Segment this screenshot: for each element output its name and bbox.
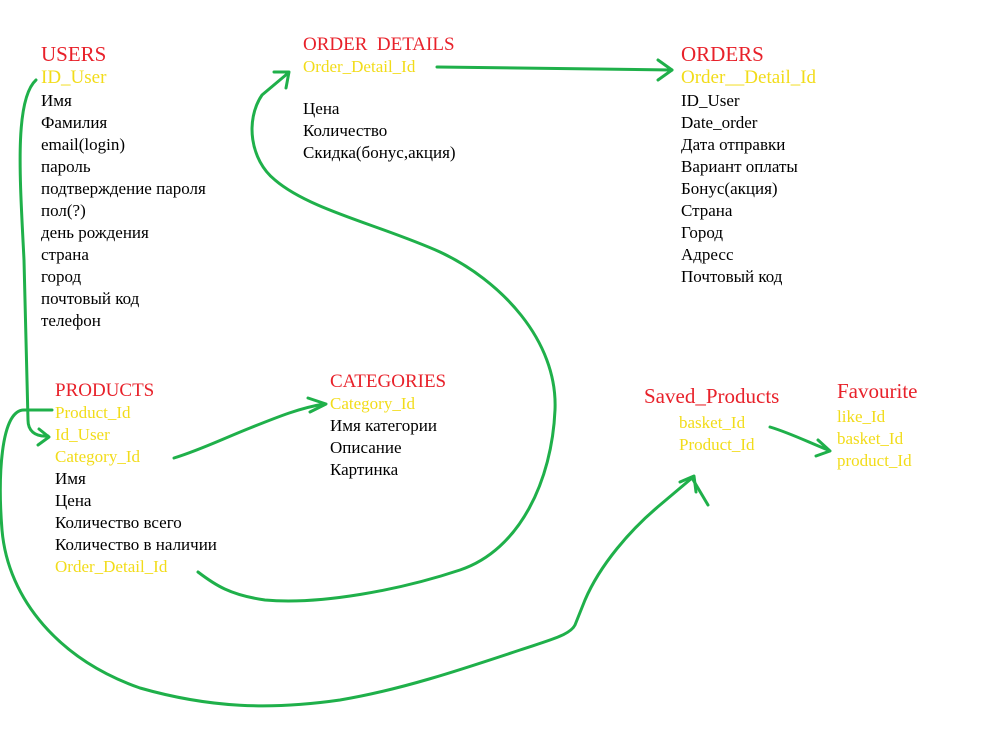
products-title: PRODUCTS <box>55 380 155 401</box>
users-field: почтовый код <box>41 289 140 308</box>
order-details-title: ORDER DETAILS <box>303 34 455 55</box>
products-field: Количество в наличии <box>55 535 217 554</box>
orders-field: Страна <box>681 201 733 220</box>
orders-field: Date_order <box>681 113 758 132</box>
order-details-field: Количество <box>303 121 388 140</box>
link-users-products <box>18 78 50 438</box>
categories-field: Имя категории <box>330 416 437 435</box>
favourite-entity: Favourite like_Id basket_Id product_Id <box>837 379 917 472</box>
users-field: пароль <box>41 157 91 176</box>
orders-field: Вариант оплаты <box>681 157 798 176</box>
order-details-key: Order_Detail_Id <box>303 57 416 76</box>
orders-field: ID_User <box>681 91 740 110</box>
orders-field: Дата отправки <box>681 135 786 154</box>
saved-products-key: basket_Id <box>679 413 746 432</box>
arrowhead-categories <box>306 396 328 414</box>
categories-title: CATEGORIES <box>330 371 447 392</box>
users-field: подтверждение пароля <box>41 179 206 198</box>
products-field: Имя <box>55 469 86 488</box>
categories-field: Описание <box>330 438 402 457</box>
products-key: Product_Id <box>55 403 131 422</box>
orders-title: ORDERS <box>681 42 764 66</box>
users-field: Имя <box>41 91 72 110</box>
orders-key: Order__Detail_Id <box>681 67 817 88</box>
arrowhead-orderdetails <box>272 70 291 90</box>
users-field: пол(?) <box>41 201 86 220</box>
products-field: Количество всего <box>55 513 182 532</box>
favourite-key: basket_Id <box>837 429 904 448</box>
users-field: email(login) <box>41 135 126 154</box>
users-field: страна <box>41 245 89 264</box>
link-orderdetails-orders <box>435 65 674 72</box>
arrowhead-favourite <box>814 438 832 458</box>
users-field: день рождения <box>41 223 149 242</box>
arrowhead-products-iduser <box>36 427 51 447</box>
users-field: город <box>41 267 82 286</box>
users-title: USERS <box>41 42 107 66</box>
users-key: ID_User <box>41 67 107 88</box>
orders-field: Бонус(акция) <box>681 179 778 198</box>
orders-entity: ORDERS Order__Detail_Id ID_User Date_ord… <box>681 42 816 288</box>
users-field: Фамилия <box>41 113 108 132</box>
favourite-key: like_Id <box>837 407 886 426</box>
products-key: Id_User <box>55 425 110 444</box>
arrowhead-orders <box>656 58 674 82</box>
users-entity: USERS ID_User Имя Фамилия email(login) п… <box>41 42 206 332</box>
categories-field: Картинка <box>330 460 399 479</box>
orders-field: Почтовый код <box>681 267 783 286</box>
saved-products-entity: Saved_Products basket_Id Product_Id <box>644 384 779 456</box>
link-products-categories <box>172 402 326 460</box>
order-details-field: Цена <box>303 99 340 118</box>
order-details-field: Скидка(бонус,акция) <box>303 143 456 162</box>
order-details-entity: ORDER DETAILS Order_Detail_Id Цена Колич… <box>303 34 456 164</box>
link-savedproducts-favourite <box>768 425 830 452</box>
categories-key: Category_Id <box>330 394 415 413</box>
orders-field: Город <box>681 223 723 242</box>
categories-entity: CATEGORIES Category_Id Имя категории Опи… <box>330 371 446 481</box>
products-entity: PRODUCTS Product_Id Id_User Category_Id … <box>55 380 217 578</box>
products-field: Цена <box>55 491 92 510</box>
products-key: Category_Id <box>55 447 140 466</box>
products-key: Order_Detail_Id <box>55 557 168 576</box>
favourite-key: product_Id <box>837 451 912 470</box>
arrowhead-savedproducts <box>678 474 698 494</box>
link-products-orderdetails <box>196 72 557 603</box>
saved-products-key: Product_Id <box>679 435 755 454</box>
favourite-title: Favourite <box>837 379 918 403</box>
saved-products-title: Saved_Products <box>644 384 780 408</box>
users-field: телефон <box>41 311 101 330</box>
orders-field: Адресс <box>681 245 734 264</box>
link-products-savedproducts <box>0 408 710 708</box>
